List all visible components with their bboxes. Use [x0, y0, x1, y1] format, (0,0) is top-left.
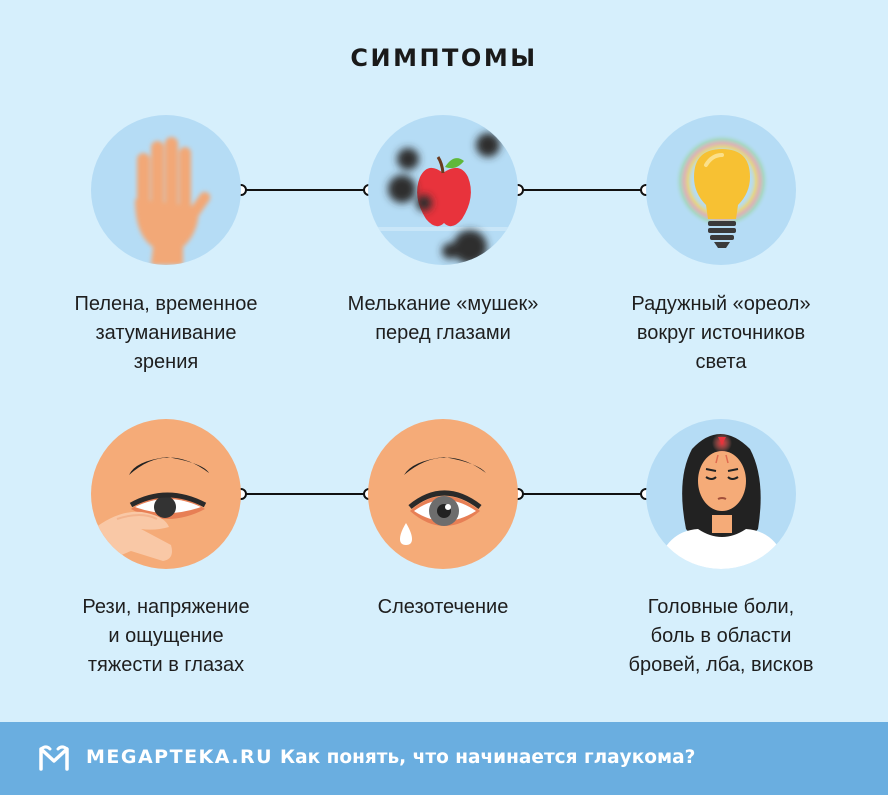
footer-tagline: Как понять, что начинается глаукома? [280, 747, 696, 768]
teary-eye-icon [368, 419, 518, 569]
blurred-hand-icon [91, 115, 241, 265]
symptom-label-halo: Радужный «ореол» вокруг источников света [631, 293, 811, 373]
apple-with-floaters-icon [368, 115, 518, 265]
woman-headache-icon [646, 419, 796, 569]
glowing-lightbulb-icon [646, 115, 796, 265]
connector-line [518, 189, 646, 191]
symptom-label-tearing: Слезотечение [377, 596, 509, 618]
symptom-label-eye-strain: Рези, напряжение и ощущение тяжести в гл… [82, 596, 250, 676]
symptom-label-floaters: Мелькание «мушек» перед глазами [347, 293, 539, 344]
rubbing-eye-icon [91, 419, 241, 569]
connector-line [241, 493, 369, 495]
connector-line [518, 493, 646, 495]
connector-line [241, 189, 369, 191]
symptom-label-headache: Головные боли, боль в области бровей, лб… [628, 596, 814, 676]
page-title: СИМПТОМЫ [350, 44, 538, 72]
footer-bar: MEGAPTEKA.RU Как понять, что начинается … [0, 722, 888, 795]
symptom-label-blurred-vision: Пелена, временное затуманивание зрения [74, 293, 258, 373]
brand-name[interactable]: MEGAPTEKA.RU [86, 746, 274, 768]
megapteka-logo-icon[interactable] [38, 744, 70, 772]
